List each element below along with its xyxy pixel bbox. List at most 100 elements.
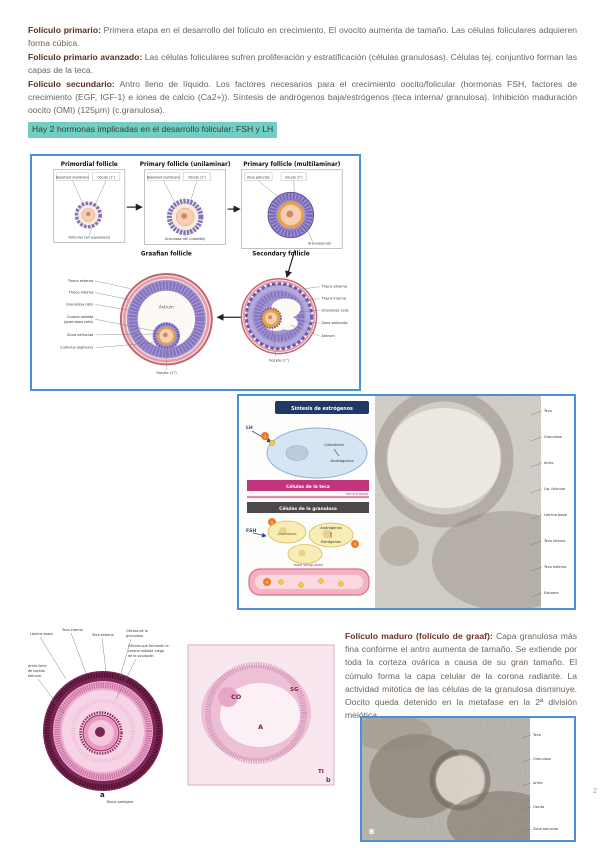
label-granulosa-cells: Granulosa cells <box>66 302 93 306</box>
label-lamina-basal: Lámina basal <box>544 513 567 517</box>
multilaminar-follicle-panel: Zona pellucida Oocyte (1°) Granulosa cel… <box>244 172 331 245</box>
secondary-follicle-drawing <box>240 278 318 355</box>
secondary-right-labels: Theca externa Theca interna Granulosa ce… <box>320 285 348 338</box>
label-granulosa-cells: Granulosa cells <box>321 308 348 312</box>
label-disco-proligero: Disco prolígero <box>107 800 134 804</box>
label-lh: LH <box>246 425 253 431</box>
body-foliculo-secundario: Antro lleno de líquido. Los factores nec… <box>28 78 577 116</box>
step-1-badge <box>261 432 269 440</box>
estrogen-synthesis-svg: Síntesis de estrógenos LH 1 Colesterol A… <box>239 396 574 608</box>
panel-box-unilaminar <box>144 169 226 245</box>
step-1-number: 1 <box>264 435 266 439</box>
arrow-fsh <box>252 532 267 538</box>
label-fsh: FSH <box>246 528 256 534</box>
graafian-follicle-drawing <box>119 272 213 366</box>
label-corona-line1: Células que formarán la <box>128 644 169 648</box>
body-foliculo-primario-avanzado: Las células foliculares sufren prolifera… <box>28 51 578 76</box>
paragraph-foliculo-primario-avanzado: Folículo primario avanzado: Las células … <box>28 51 577 78</box>
label-zona-pellucida: Zona pellucida <box>321 321 347 325</box>
label-corona-radiata: Corona radiata <box>67 315 93 319</box>
letter-a: a <box>100 791 105 799</box>
label-antro: Antro <box>544 461 554 465</box>
theca-cell-drawing <box>266 427 368 479</box>
sem-micrograph-svg: B Teca Granulosa Antro Oocito Zona pelúc… <box>362 718 574 840</box>
histology-figure: Lámina basal Teca interna Teca externa C… <box>28 627 336 805</box>
label-granulosa: Granulosa <box>544 435 562 439</box>
label-teca-interna: Teca interna <box>61 628 83 632</box>
label-granulosa-cuboidal: Granulosa cell (cuboidal) <box>165 237 206 241</box>
label-oocito: Oocito <box>533 805 544 809</box>
term-foliculo-primario-avanzado: Folículo primario avanzado: <box>28 51 143 62</box>
round-follicle-micrograph <box>43 671 163 791</box>
label-teca: Teca <box>532 733 541 737</box>
sem-micrograph-figure: B Teca Granulosa Antro Oocito Zona pelúc… <box>360 716 576 842</box>
label-theca-interna: Theca interna <box>68 291 93 295</box>
term-foliculo-maduro: Folículo maduro (folículo de graaf): <box>345 631 493 641</box>
label-theca-externa: Theca externa <box>67 279 93 283</box>
histology-svg: Lámina basal Teca interna Teca externa C… <box>28 628 335 804</box>
label-theca-interna: Theca interna <box>320 297 345 301</box>
primordial-follicle-panel: Basement membrane Oocyte (1°) Follicular… <box>56 172 121 240</box>
page-number: 2 <box>593 788 597 795</box>
intro-notes: Folículo primario: Primera etapa en el d… <box>28 24 577 139</box>
label-estrogenos: Estrógenos <box>321 540 341 544</box>
capillary-drawing <box>248 568 370 596</box>
letter-co: CO <box>231 693 242 701</box>
label-oocyte: Oocyte (1°) <box>188 175 206 179</box>
body-foliculo-maduro: Capa granulosa más fina conforme el antr… <box>345 631 577 720</box>
label-follicular-cell: Follicular cell (squamous) <box>69 236 111 240</box>
step-4-badge <box>263 578 271 586</box>
label-granulosa-line1: Células de la <box>126 629 148 633</box>
unilaminar-follicle-panel: Basement membrane Oocyte (1°) Granulosa … <box>147 172 212 241</box>
theca-banner-label: Células de la teca <box>286 483 330 490</box>
label-antro-line3: folicular <box>28 674 42 678</box>
label-vaso-sanguineo: Vaso sanguíneo <box>293 562 323 567</box>
primordial-follicle-drawing <box>74 201 102 229</box>
label-corona-line3: de la ovulación <box>128 654 154 658</box>
label-theca-externa: Theca externa <box>320 285 346 289</box>
label-teca: Teca <box>543 409 552 413</box>
term-foliculo-secundario: Folículo secundario: <box>28 78 115 89</box>
antral-micrograph-letters: CO SG A TI b <box>231 687 331 784</box>
label-liquido-folicular: Líq. folicular <box>544 487 566 491</box>
antral-follicle-micrograph <box>187 644 335 786</box>
body-foliculo-primario: Primera etapa en el desarrollo del folíc… <box>28 25 577 49</box>
label-antrum: Antrum <box>321 334 335 338</box>
letter-b: b <box>326 776 331 784</box>
granulosa-banner <box>247 502 369 513</box>
label-corona-radiata-2: (granulosa cells) <box>64 320 94 324</box>
secondary-leader-lines <box>271 286 320 357</box>
label-lamina-basal: Lámina basal <box>30 632 53 636</box>
diagram-header: Síntesis de estrógenos <box>291 405 353 412</box>
multilaminar-follicle-drawing <box>267 191 315 239</box>
label-zona-pellucida: Zona pellucida <box>247 175 270 179</box>
follicle-development-figure: Primordial follicle Primary follicle (un… <box>30 154 361 391</box>
granulosa-banner-label: Células de la granulosa <box>279 505 337 512</box>
label-basement-membrane: Basement membrane <box>56 175 89 179</box>
follicle-micrograph <box>374 396 574 608</box>
label-oocyte-graafian: Oocyte (1°) <box>156 371 177 375</box>
panel-title-primordial: Primordial follicle <box>61 162 118 168</box>
arrow-colesterol-androgens <box>333 448 340 457</box>
label-antrum-graafian: Antrum <box>159 304 174 309</box>
term-foliculo-primario: Folículo primario: <box>28 25 101 35</box>
panel-box-primordial <box>53 169 126 243</box>
panel-title-secondary: Secondary follicle <box>252 251 310 257</box>
signalling-diagram: Síntesis de estrógenos LH 1 Colesterol A… <box>239 396 374 608</box>
highlight-row: Hay 2 hormonas implicadas en el desarrol… <box>28 118 577 139</box>
label-androgenos-teca: Andrógenos <box>330 458 353 463</box>
label-granulosa-line2: granulosa <box>126 634 143 638</box>
label-corona-line2: corona radiada luego <box>128 649 164 653</box>
label-antro: Antro <box>533 781 543 785</box>
label-antro-line1: Antro lleno <box>28 664 46 668</box>
panel-title-graafian: Graafian follicle <box>141 251 192 257</box>
highlighted-note: Hay 2 hormonas implicadas en el desarrol… <box>28 121 278 139</box>
label-zona-pellucida: Zona pellucida <box>67 333 93 337</box>
label-basement-membrane: Basement membrane <box>147 175 180 179</box>
letter-B: B <box>369 828 374 836</box>
sem-photo <box>362 718 557 840</box>
letter-sg: SG <box>290 687 299 693</box>
graafian-left-labels: Theca externa Theca interna Granulosa ce… <box>60 279 94 350</box>
arrow-multilaminar-to-secondary <box>285 250 296 279</box>
letter-ti: TI <box>318 769 324 775</box>
